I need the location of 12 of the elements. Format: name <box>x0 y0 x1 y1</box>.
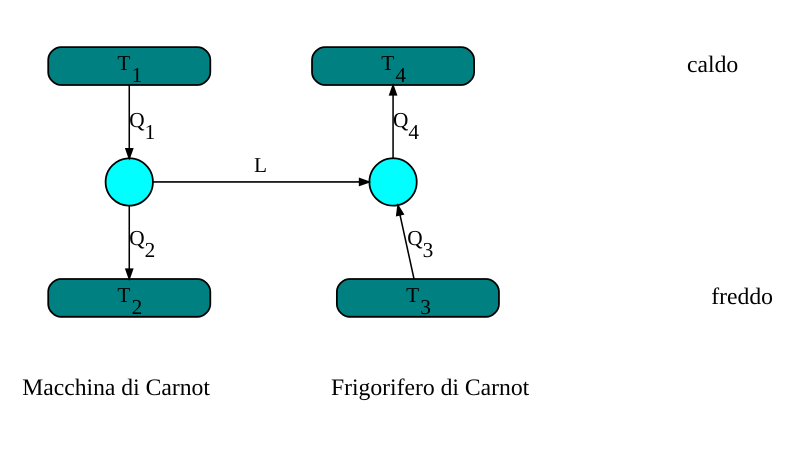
label: caldo <box>687 52 738 78</box>
label: freddo <box>711 284 773 310</box>
edge-label: L <box>254 152 268 177</box>
label: Macchina di Carnot <box>22 374 210 401</box>
node-circle <box>368 157 418 206</box>
arrow <box>124 206 134 281</box>
label: Frigorifero di Carnot <box>330 374 530 401</box>
node-circle <box>104 157 154 206</box>
arrow <box>124 85 134 161</box>
arrow <box>153 178 372 186</box>
arrow <box>396 203 415 279</box>
arrow <box>388 83 398 158</box>
